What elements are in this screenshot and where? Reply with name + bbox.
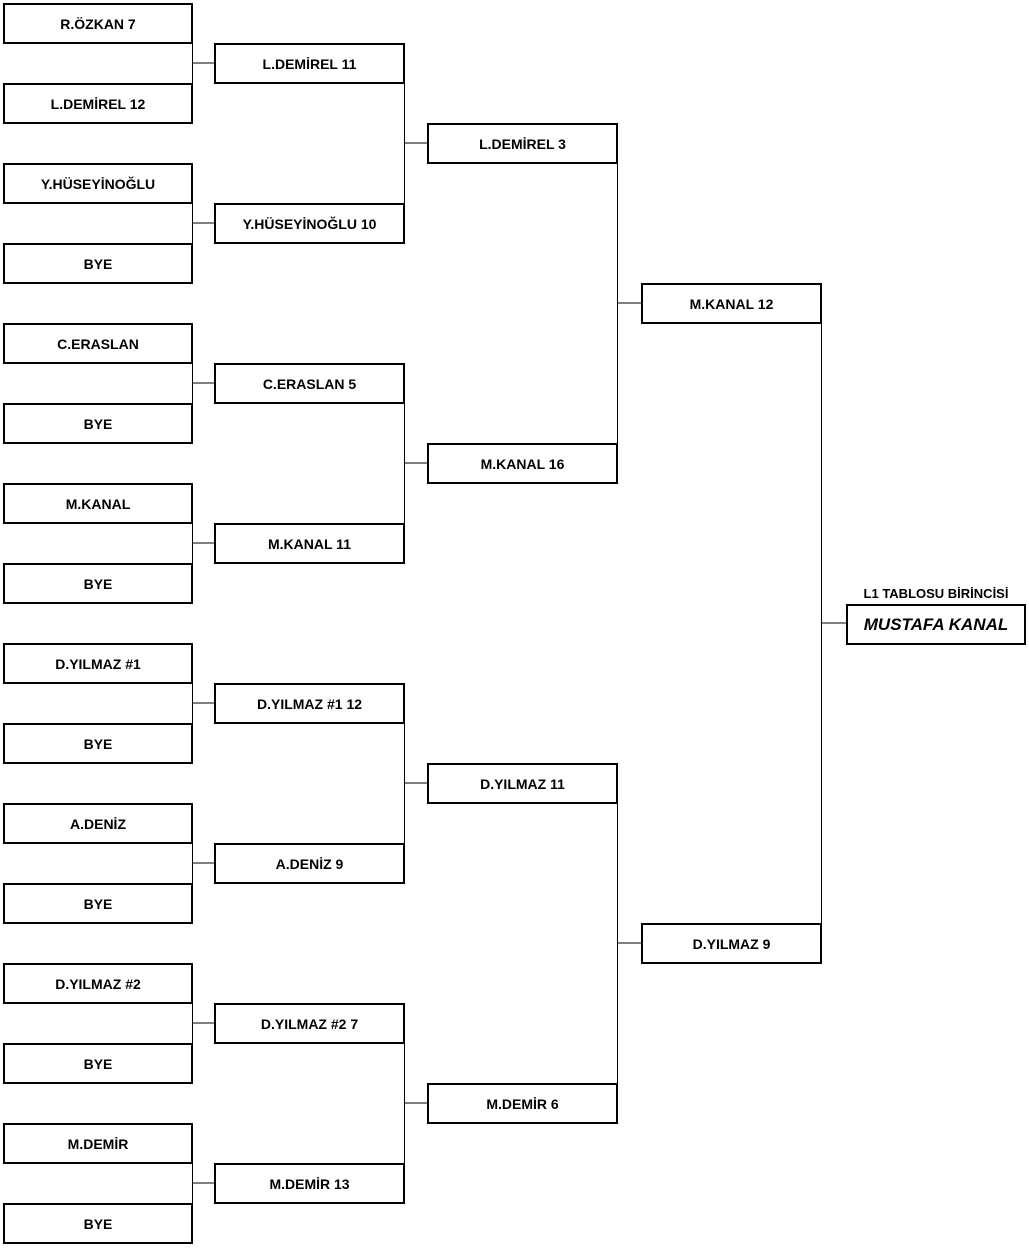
round1-slot: BYE bbox=[3, 243, 193, 284]
round2-slot: M.DEMİR 13 bbox=[214, 1163, 405, 1204]
round3-slot: M.KANAL 16 bbox=[427, 443, 618, 484]
round2-slot: A.DENİZ 9 bbox=[214, 843, 405, 884]
round1-slot: Y.HÜSEYİNOĞLU bbox=[3, 163, 193, 204]
round4-slot: M.KANAL 12 bbox=[641, 283, 822, 324]
round1-slot: C.ERASLAN bbox=[3, 323, 193, 364]
round1-slot: D.YILMAZ #2 bbox=[3, 963, 193, 1004]
round1-slot: BYE bbox=[3, 563, 193, 604]
round1-slot: M.DEMİR bbox=[3, 1123, 193, 1164]
round1-slot: BYE bbox=[3, 883, 193, 924]
round1-slot: BYE bbox=[3, 1203, 193, 1244]
round1-slot: BYE bbox=[3, 403, 193, 444]
champion-box: MUSTAFA KANAL bbox=[846, 604, 1026, 645]
round1-slot: M.KANAL bbox=[3, 483, 193, 524]
round2-slot: D.YILMAZ #1 12 bbox=[214, 683, 405, 724]
round1-slot: L.DEMİREL 12 bbox=[3, 83, 193, 124]
round2-slot: Y.HÜSEYİNOĞLU 10 bbox=[214, 203, 405, 244]
round2-slot: D.YILMAZ #2 7 bbox=[214, 1003, 405, 1044]
round3-slot: M.DEMİR 6 bbox=[427, 1083, 618, 1124]
champion-title: L1 TABLOSU BİRİNCİSİ bbox=[863, 586, 1009, 601]
round2-slot: L.DEMİREL 11 bbox=[214, 43, 405, 84]
round1-slot: R.ÖZKAN 7 bbox=[3, 3, 193, 44]
round3-slot: L.DEMİREL 3 bbox=[427, 123, 618, 164]
round4-slot: D.YILMAZ 9 bbox=[641, 923, 822, 964]
round1-slot: A.DENİZ bbox=[3, 803, 193, 844]
round1-slot: BYE bbox=[3, 1043, 193, 1084]
round1-slot: D.YILMAZ #1 bbox=[3, 643, 193, 684]
round3-slot: D.YILMAZ 11 bbox=[427, 763, 618, 804]
round1-slot: BYE bbox=[3, 723, 193, 764]
round2-slot: M.KANAL 11 bbox=[214, 523, 405, 564]
round2-slot: C.ERASLAN 5 bbox=[214, 363, 405, 404]
